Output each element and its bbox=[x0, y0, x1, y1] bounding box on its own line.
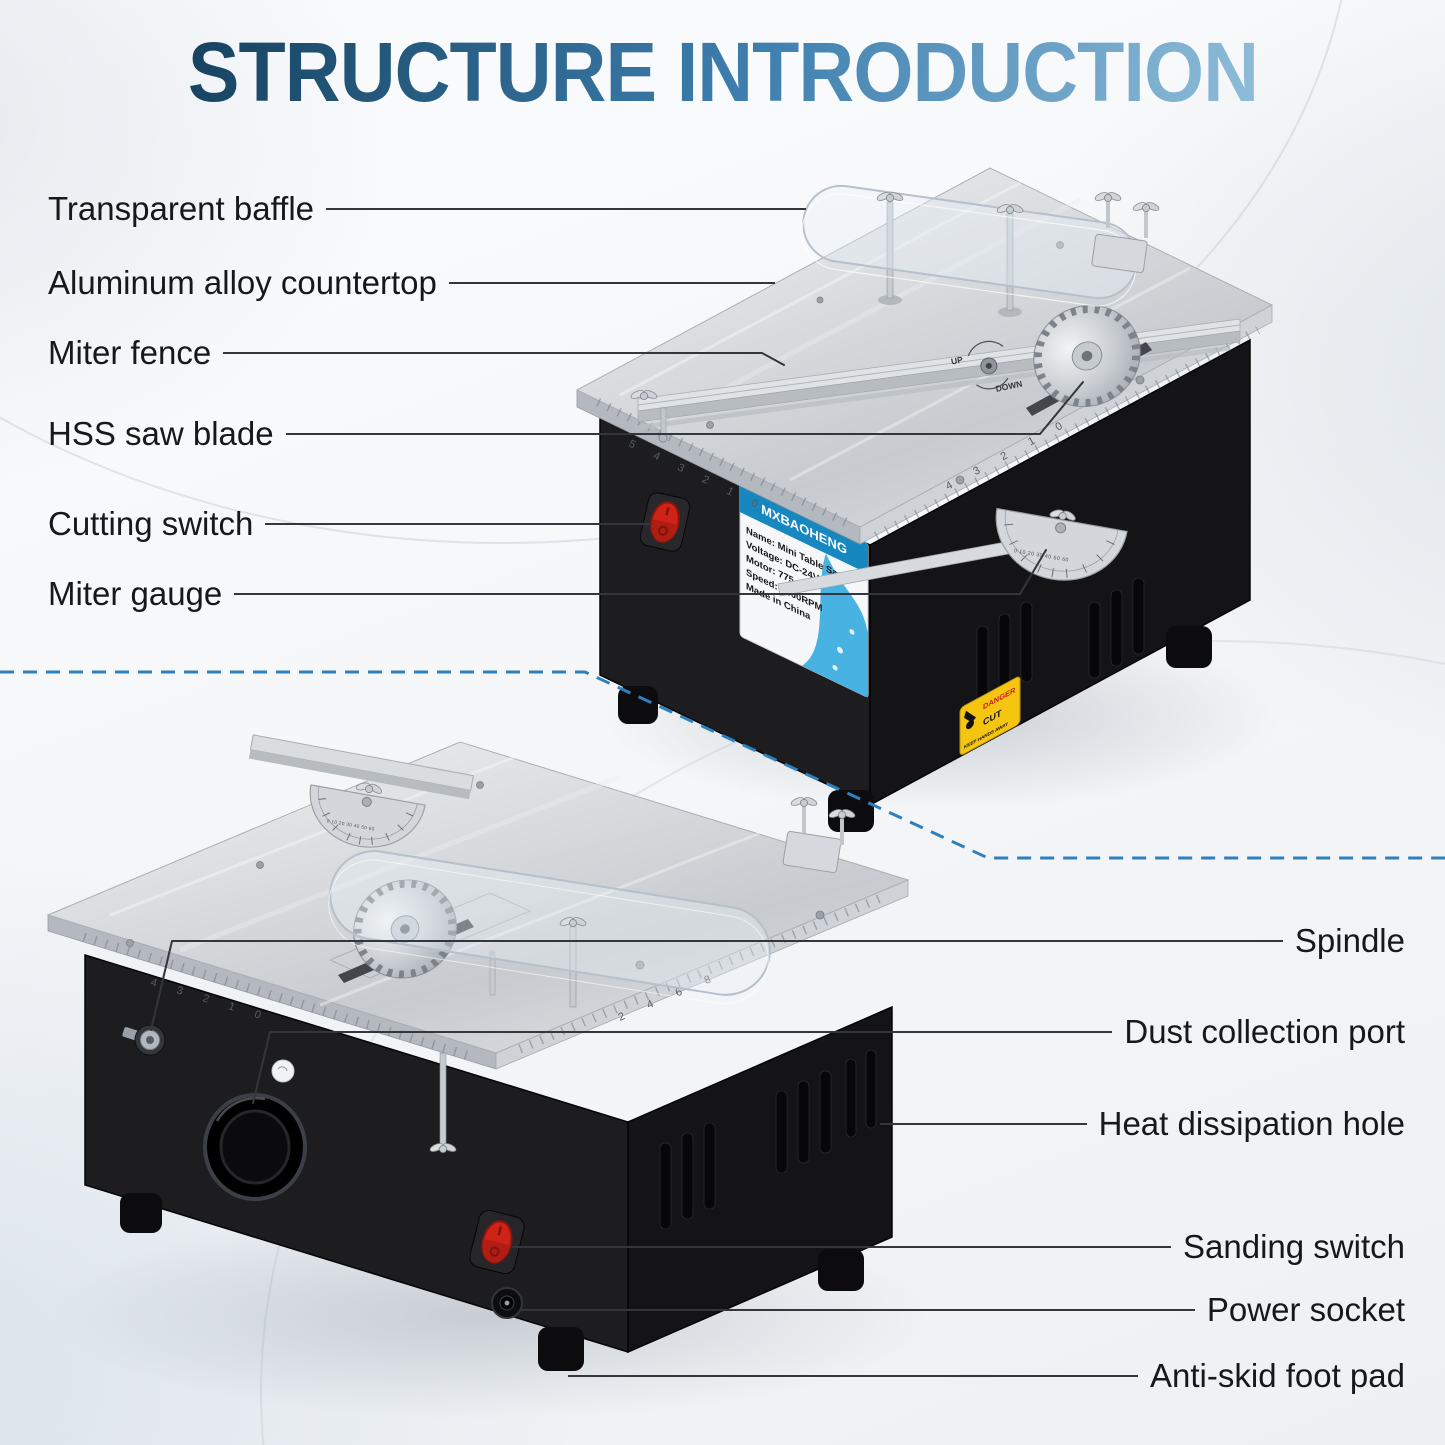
label-hss-saw-blade: HSS saw blade bbox=[48, 412, 1040, 456]
label-aluminum-countertop: Aluminum alloy countertop bbox=[48, 261, 775, 305]
label-miter-gauge: Miter gauge bbox=[48, 572, 1020, 616]
label-text: HSS saw blade bbox=[48, 415, 274, 452]
baffle-wing-screw bbox=[1131, 200, 1161, 213]
label-sanding-switch: Sanding switch bbox=[512, 1225, 1405, 1269]
sanding-switch bbox=[469, 1209, 525, 1275]
label-text: Cutting switch bbox=[48, 505, 254, 542]
table-screws bbox=[706, 241, 1145, 485]
bottom-saw-base bbox=[84, 953, 893, 1371]
label-power-socket: Power socket bbox=[520, 1288, 1405, 1332]
leader-line bbox=[448, 282, 775, 284]
label-text: Miter gauge bbox=[48, 575, 223, 612]
baffle-wing-screw bbox=[1093, 190, 1123, 203]
anti-skid-foot bbox=[538, 1327, 584, 1371]
label-text: Sanding switch bbox=[1183, 1228, 1405, 1265]
label-dust-collection-port: Dust collection port bbox=[270, 1010, 1405, 1054]
label-text: Miter fence bbox=[48, 334, 212, 371]
leader-line bbox=[520, 1309, 1195, 1311]
power-socket bbox=[491, 1287, 523, 1319]
label-heat-dissipation-hole: Heat dissipation hole bbox=[880, 1102, 1405, 1146]
label-text: Dust collection port bbox=[1124, 1013, 1405, 1050]
baffle-bolt bbox=[1006, 213, 1014, 311]
page-title: STRUCTURE INTRODUCTION bbox=[187, 25, 1258, 119]
leader-line bbox=[326, 208, 806, 210]
acrylic-guard bbox=[329, 850, 771, 996]
leader-line bbox=[285, 433, 1040, 435]
anti-skid-foot bbox=[1166, 626, 1212, 668]
label-text: Anti-skid foot pad bbox=[1150, 1357, 1405, 1394]
label-text: Aluminum alloy countertop bbox=[48, 264, 437, 301]
blade-height-adjuster: UP DOWN bbox=[950, 340, 1023, 394]
round-sticker bbox=[271, 1059, 295, 1083]
leader-line bbox=[270, 1031, 1113, 1033]
cutting-switch bbox=[639, 492, 691, 552]
baffle-bolt bbox=[886, 201, 894, 299]
leader-line bbox=[568, 1375, 1139, 1377]
leader-line bbox=[880, 1123, 1087, 1125]
label-text: Spindle bbox=[1294, 922, 1405, 959]
label-spindle: Spindle bbox=[172, 919, 1405, 963]
leader-line bbox=[234, 593, 1020, 595]
label-text: Heat dissipation hole bbox=[1098, 1105, 1405, 1142]
leader-line bbox=[265, 523, 652, 525]
anti-skid-foot bbox=[120, 1193, 162, 1233]
label-text: Power socket bbox=[1206, 1291, 1405, 1328]
baffle-wing-screw bbox=[827, 807, 857, 820]
label-miter-fence: Miter fence bbox=[48, 331, 762, 375]
blade-teeth bbox=[1033, 305, 1141, 407]
transparent-baffle bbox=[801, 184, 1161, 317]
saw-blade bbox=[338, 879, 474, 983]
label-cutting-switch: Cutting switch bbox=[48, 502, 652, 546]
dust-collection-port bbox=[203, 1093, 307, 1201]
baffle-wing-screw bbox=[789, 795, 819, 808]
baffle-bracket bbox=[1091, 233, 1148, 274]
blade-teeth bbox=[353, 879, 457, 979]
spindle bbox=[122, 1024, 166, 1056]
label-text: Transparent baffle bbox=[48, 190, 314, 227]
hanging-screw bbox=[439, 1052, 447, 1146]
label-transparent-baffle: Transparent baffle bbox=[48, 187, 806, 231]
leader-line bbox=[223, 352, 762, 354]
heat-dissipation-holes bbox=[659, 1049, 877, 1230]
baffle-bolt bbox=[569, 926, 577, 1008]
label-anti-skid-foot-pad: Anti-skid foot pad bbox=[568, 1354, 1405, 1398]
leader-line bbox=[512, 1246, 1172, 1248]
leader-line bbox=[172, 940, 1283, 942]
label-swoosh bbox=[802, 553, 868, 698]
anti-skid-foot bbox=[818, 1249, 864, 1291]
up-text: UP bbox=[950, 354, 964, 366]
